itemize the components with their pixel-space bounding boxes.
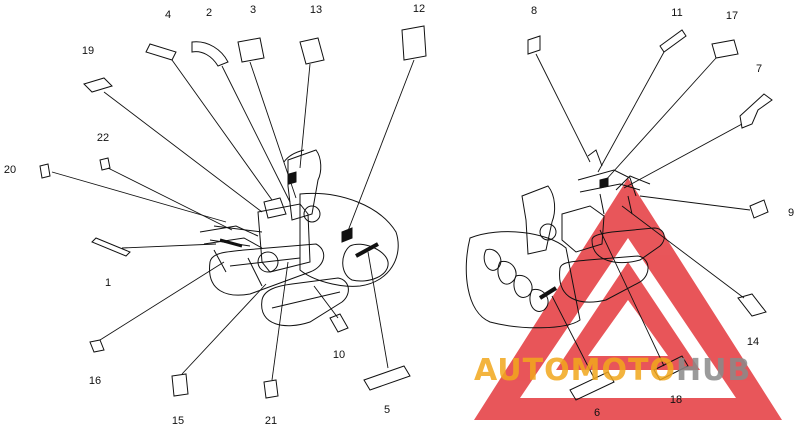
callout-18: 18 bbox=[670, 394, 682, 406]
decal-16 bbox=[89, 339, 105, 353]
decal-12 bbox=[401, 25, 427, 61]
watermark-logo bbox=[474, 178, 782, 420]
callout-6: 6 bbox=[594, 407, 600, 419]
decal-9 bbox=[749, 199, 769, 219]
callout-20: 20 bbox=[4, 164, 16, 176]
callout-7: 7 bbox=[756, 63, 762, 75]
callout-22: 22 bbox=[97, 132, 109, 144]
decal-shapes bbox=[39, 25, 773, 401]
watermark-text: AUTOMOTOHUB bbox=[474, 353, 751, 388]
decal-10 bbox=[329, 313, 349, 333]
callout-15: 15 bbox=[172, 415, 184, 427]
callout-9: 9 bbox=[788, 207, 794, 219]
svg-text:AUTOMOTOHUB: AUTOMOTOHUB bbox=[474, 353, 751, 388]
callout-21: 21 bbox=[265, 415, 277, 427]
decal-22 bbox=[99, 157, 111, 171]
decal-11 bbox=[659, 29, 687, 53]
callout-10: 10 bbox=[333, 349, 345, 361]
callout-1: 1 bbox=[105, 277, 111, 289]
callout-19: 19 bbox=[82, 45, 94, 57]
decal-2 bbox=[191, 41, 229, 67]
decal-8 bbox=[527, 35, 541, 55]
watermark-moto: MOTO bbox=[571, 353, 676, 388]
decal-7 bbox=[739, 93, 773, 129]
decal-14 bbox=[737, 293, 767, 317]
watermark-hub: HUB bbox=[676, 353, 751, 388]
decal-1 bbox=[91, 237, 131, 257]
decal-17 bbox=[711, 39, 739, 59]
callout-8: 8 bbox=[531, 5, 537, 17]
decal-13 bbox=[299, 37, 325, 65]
decal-19 bbox=[83, 77, 113, 93]
callout-11: 11 bbox=[671, 7, 682, 19]
callout-3: 3 bbox=[250, 4, 256, 16]
callout-13: 13 bbox=[310, 4, 322, 16]
decal-6 bbox=[569, 371, 615, 401]
decal-20 bbox=[39, 163, 51, 179]
callout-labels: 1 2 3 4 5 6 7 8 9 10 11 12 13 14 15 16 1… bbox=[4, 3, 794, 427]
callout-14: 14 bbox=[747, 336, 759, 348]
snowblower-front-view bbox=[465, 149, 665, 329]
decal-18 bbox=[653, 355, 689, 381]
decal-15 bbox=[171, 373, 189, 397]
leader-lines bbox=[51, 51, 751, 381]
callout-2: 2 bbox=[206, 7, 212, 19]
decal-4 bbox=[145, 43, 177, 61]
watermark-auto: AUTO bbox=[474, 353, 571, 388]
callout-4: 4 bbox=[165, 9, 171, 21]
decal-5 bbox=[363, 365, 411, 391]
decal-21 bbox=[263, 379, 279, 399]
callout-16: 16 bbox=[89, 375, 101, 387]
callout-17: 17 bbox=[726, 10, 738, 22]
snowblower-rear-view bbox=[199, 149, 399, 327]
callout-12: 12 bbox=[413, 3, 425, 15]
callout-5: 5 bbox=[384, 404, 390, 416]
decal-3 bbox=[237, 37, 265, 63]
